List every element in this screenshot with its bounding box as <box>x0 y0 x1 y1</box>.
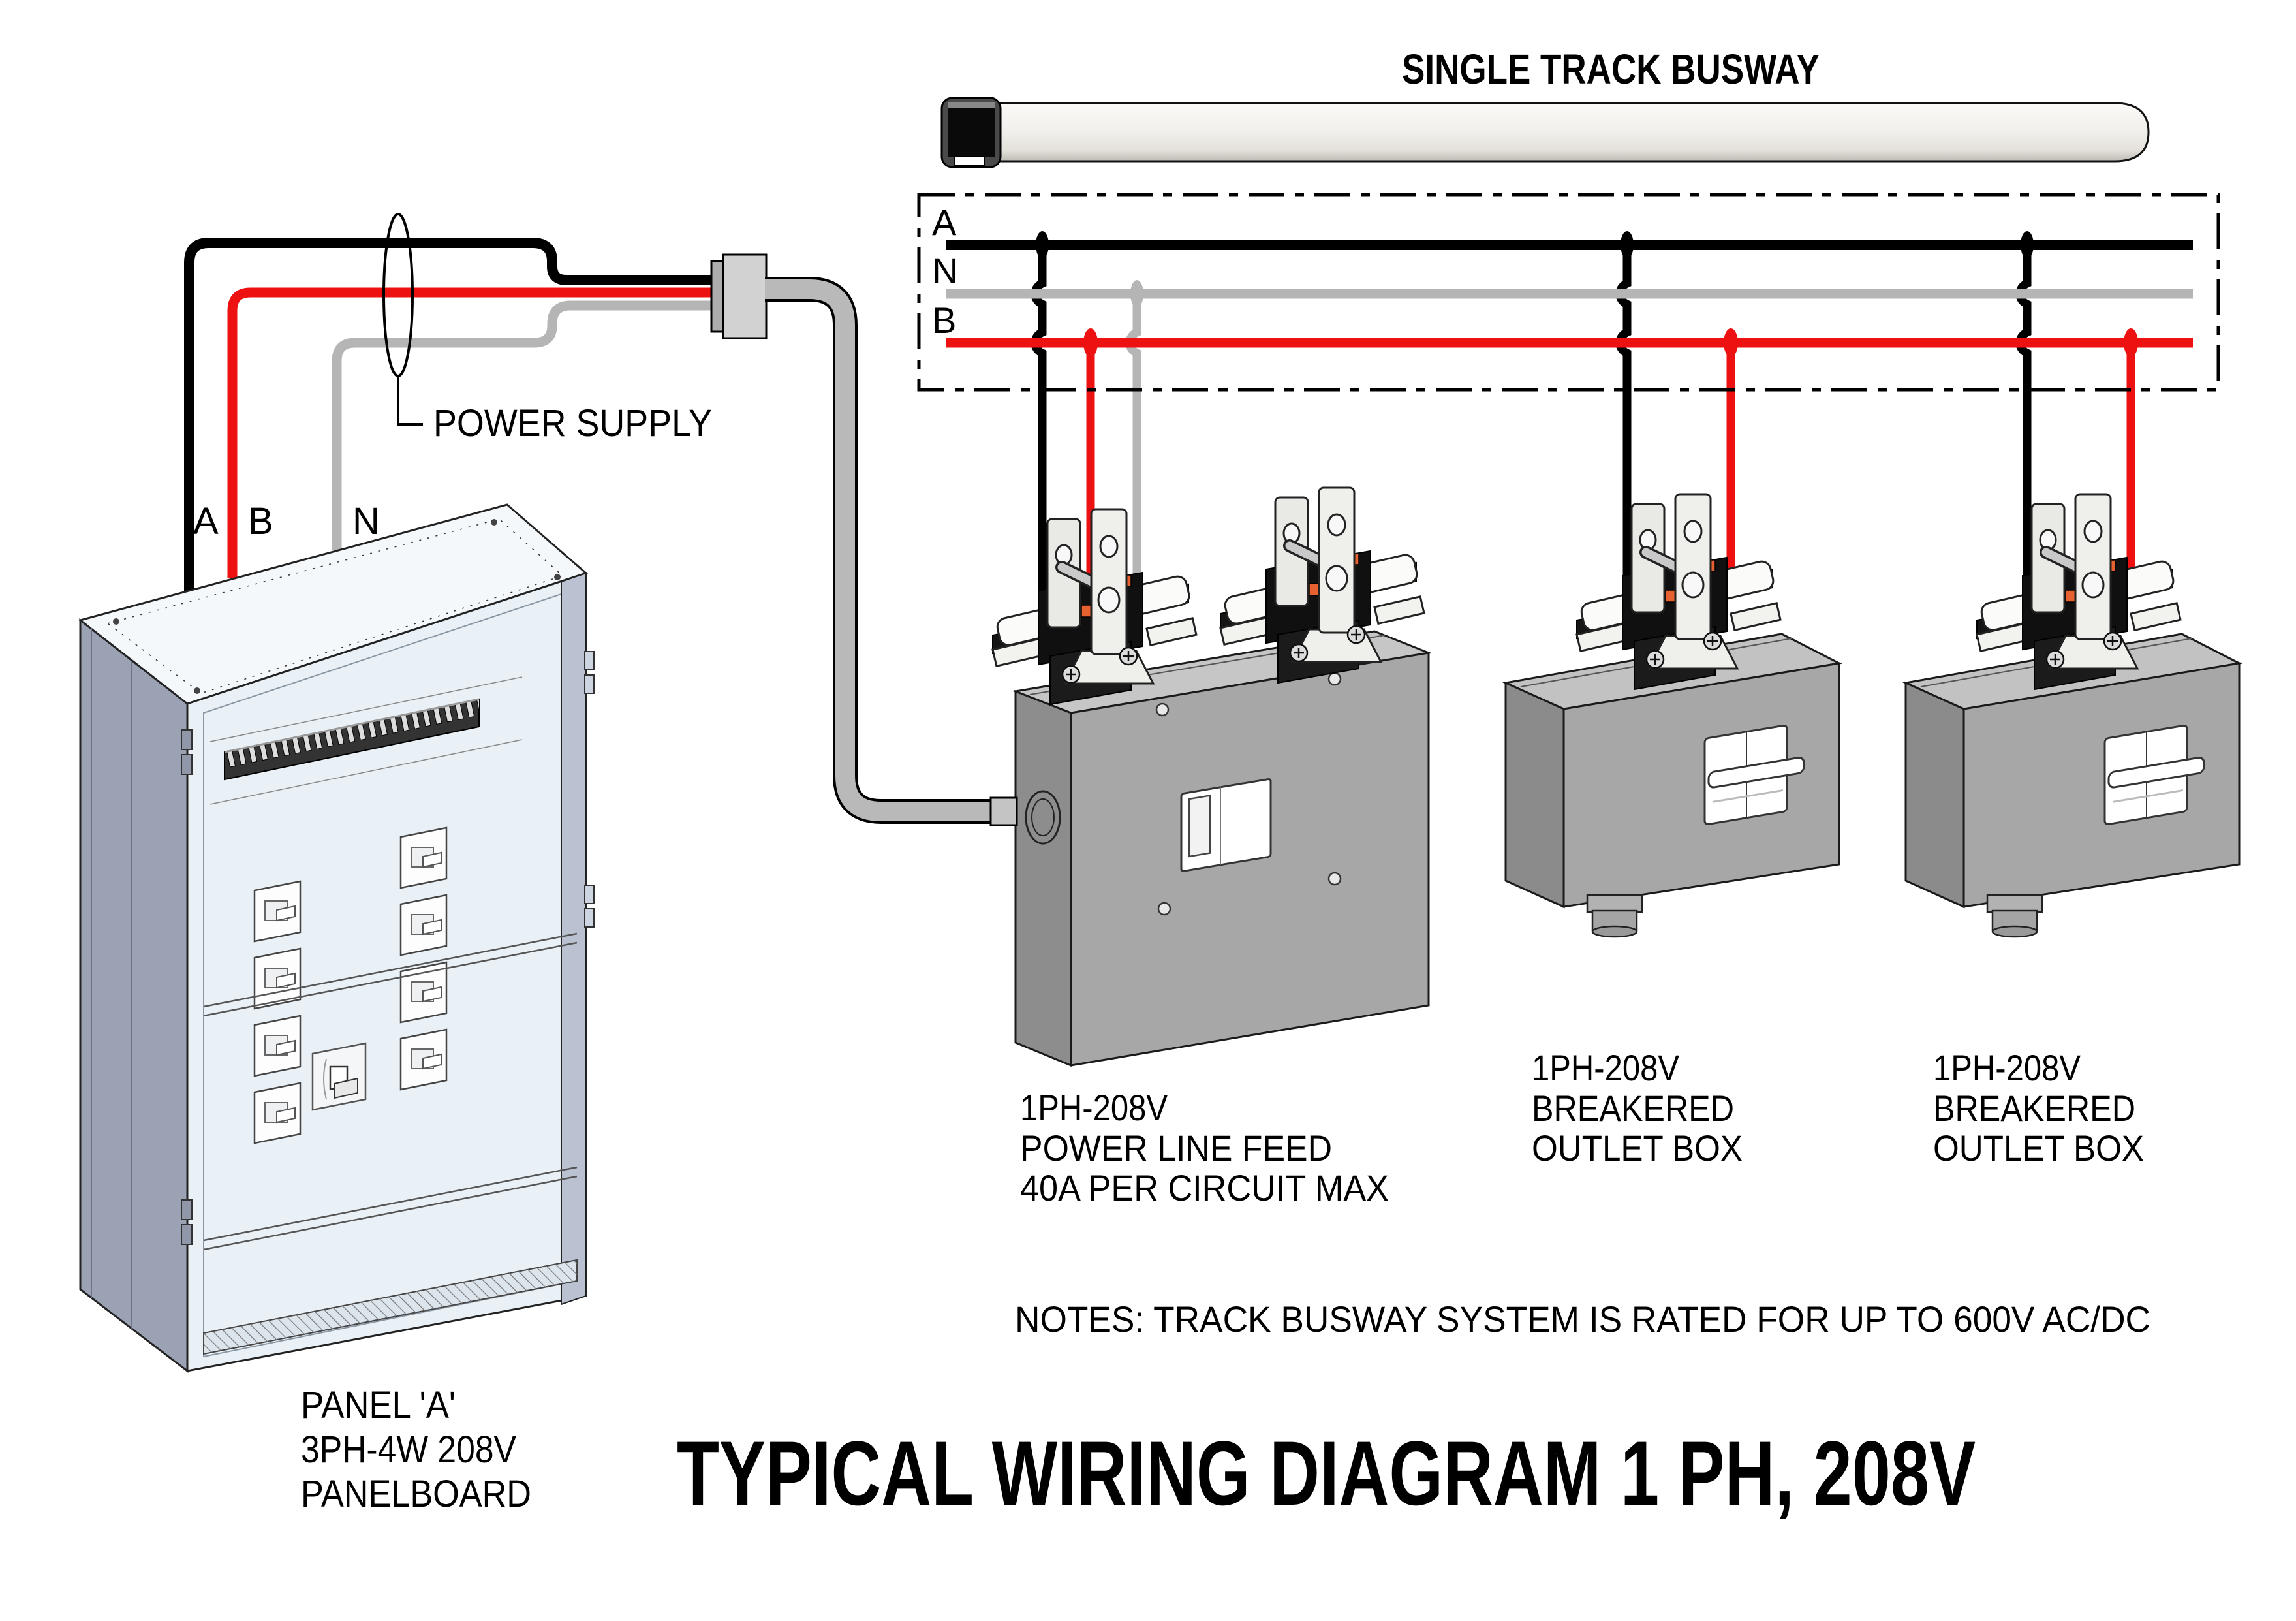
panel-wire-label-n: N <box>352 500 380 543</box>
panel-door-edge <box>561 572 587 1306</box>
bus-label-a: A <box>932 202 957 243</box>
busway-end-cap <box>940 97 1002 168</box>
busway-bar <box>940 97 2150 168</box>
outlet-box-2-caption-2: BREAKERED <box>1933 1088 2135 1129</box>
feed-box-caption-2: POWER LINE FEED <box>1020 1127 1332 1169</box>
drop3-phase-a <box>2015 245 2032 597</box>
vent-rail <box>203 1259 578 1355</box>
bus-label-n: N <box>932 250 958 291</box>
panel-side-face <box>79 618 189 1374</box>
knockout <box>1025 790 1061 845</box>
drop1-phase-a <box>1031 245 1047 622</box>
power-supply-label: POWER SUPPLY <box>433 402 712 445</box>
captions: 1PH-208V POWER LINE FEED 40A PER CIRCUIT… <box>301 1047 2150 1524</box>
bus-label-b: B <box>932 300 956 341</box>
notes: NOTES: TRACK BUSWAY SYSTEM IS RATED FOR … <box>1015 1298 2150 1340</box>
outlet-box-1-caption-3: OUTLET BOX <box>1532 1127 1743 1169</box>
outlet-box-1-caption-2: BREAKERED <box>1532 1088 1734 1129</box>
panel-wire-label-b: B <box>248 500 273 543</box>
wire-phase-b <box>227 287 723 578</box>
wire-phase-a <box>184 238 723 591</box>
supply-cable <box>765 277 999 824</box>
wire-neutral <box>332 300 723 550</box>
panelboard: A B N <box>78 500 595 1374</box>
power-supply-callout <box>382 213 423 426</box>
main-breaker <box>311 1042 367 1111</box>
outlet-box-2-caption-1: 1PH-208V <box>1933 1047 2081 1088</box>
panel-front-face <box>186 571 587 1372</box>
outlet-box-1-caption-1: 1PH-208V <box>1532 1047 1680 1088</box>
panel-bands <box>203 932 578 1251</box>
bus-lines <box>946 231 2193 357</box>
main-title: TYPICAL WIRING DIAGRAM 1 PH, 208V <box>677 1422 1976 1524</box>
feed-wires <box>184 238 723 591</box>
cable-fitting <box>989 796 1018 826</box>
panel-wire-label-a: A <box>193 500 219 543</box>
panel-caption-3: PANELBOARD <box>301 1473 531 1515</box>
panel-caption-2: 3PH-4W 208V <box>301 1428 516 1471</box>
terminal-strip <box>209 676 523 805</box>
feed-box-switch <box>1180 778 1272 872</box>
busway-enclosure-border <box>917 193 2220 392</box>
feed-box-caption-3: 40A PER CIRCUIT MAX <box>1020 1167 1389 1208</box>
power-supply-connector <box>710 253 768 339</box>
drop2-phase-a <box>1615 245 1632 597</box>
feed-box-caption-1: 1PH-208V <box>1020 1087 1168 1128</box>
outlet-box-2-caption-3: OUTLET BOX <box>1933 1127 2144 1169</box>
panel-caption-1: PANEL 'A' <box>301 1384 456 1426</box>
busway-title: SINGLE TRACK BUSWAY <box>1402 46 1820 93</box>
